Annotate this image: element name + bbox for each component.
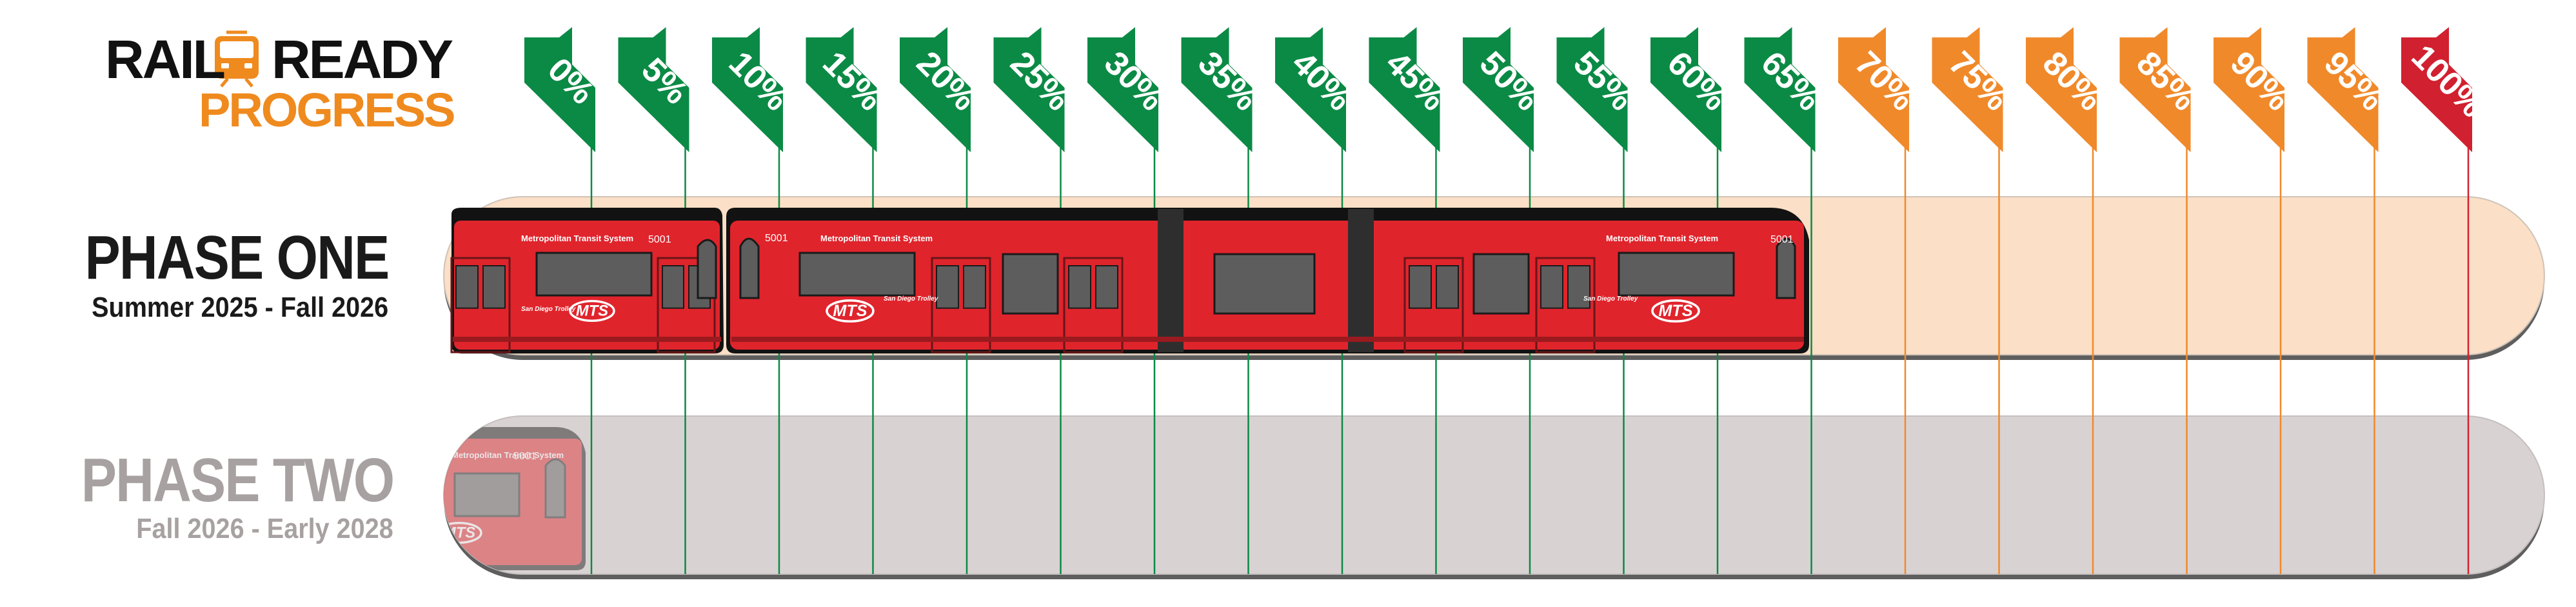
milestone-flag-shape — [1463, 27, 1534, 152]
milestone-flag: 60% — [1650, 27, 1734, 152]
milestone-flag: 35% — [1181, 27, 1265, 152]
milestone-flag: 45% — [1369, 27, 1452, 152]
svg-text:MTS: MTS — [576, 303, 608, 320]
milestone-flag: 5% — [618, 27, 695, 152]
milestone-flag-shape — [1838, 27, 1909, 152]
milestone-flag-shape — [1087, 27, 1158, 152]
phase-one-title: PHASE ONE — [84, 223, 390, 292]
milestone-flag-shape — [1181, 27, 1253, 152]
milestone-flag: 15% — [806, 27, 889, 152]
milestone-flag: 10% — [712, 27, 795, 152]
svg-text:Metropolitan Transit System: Metropolitan Transit System — [521, 234, 633, 243]
svg-text:San Diego Trolley: San Diego Trolley — [521, 306, 576, 313]
phase-two-title: PHASE TWO — [81, 446, 395, 515]
svg-text:5001: 5001 — [1770, 234, 1794, 245]
milestone-flag: 65% — [1744, 27, 1828, 152]
svg-text:5001: 5001 — [513, 451, 537, 462]
svg-text:Metropolitan Transit System: Metropolitan Transit System — [1606, 234, 1718, 243]
milestone-flag: 85% — [2119, 27, 2203, 152]
milestone-flag-shape — [1744, 27, 1816, 152]
milestone-flag: 90% — [2214, 27, 2297, 152]
phase-two-track — [443, 415, 2545, 575]
milestone-flag: 55% — [1556, 27, 1640, 152]
milestone-flag: 0% — [524, 27, 601, 152]
milestone-flag-shape — [2401, 27, 2472, 152]
milestone-flag: 95% — [2307, 27, 2391, 152]
brand-ready-text: READY — [272, 29, 453, 90]
phase-one-dates: Summer 2025 - Fall 2026 — [91, 292, 388, 323]
milestone-flag-shape — [524, 27, 595, 152]
brand-rail-text: RAIL — [105, 29, 226, 90]
milestone-flag-shape — [2214, 27, 2284, 152]
milestone-flag-shape — [1932, 27, 2003, 152]
svg-text:Metropolitan Transit System: Metropolitan Transit System — [451, 450, 564, 460]
milestone-flag: 40% — [1275, 27, 1358, 152]
milestone-flag-shape — [618, 27, 689, 152]
milestone-flag: 25% — [993, 27, 1077, 152]
svg-text:San Diego Trolley: San Diego Trolley — [884, 295, 938, 303]
milestone-flag-shape — [1556, 27, 1628, 152]
milestone-flag: 30% — [1087, 27, 1171, 152]
svg-text:Metropolitan Transit System: Metropolitan Transit System — [820, 234, 933, 243]
milestone-flag-shape — [900, 27, 971, 152]
svg-text:5001: 5001 — [765, 233, 788, 244]
milestone-flag: 50% — [1463, 27, 1546, 152]
milestone-flag-shape — [1275, 27, 1346, 152]
svg-text:MTS: MTS — [443, 524, 475, 542]
phase-two-dates: Fall 2026 - Early 2028 — [136, 513, 393, 544]
svg-text:MTS: MTS — [1658, 302, 1692, 320]
milestone-flag-shape — [1369, 27, 1440, 152]
milestone-flag-shape — [2119, 27, 2191, 152]
milestone-flag: 70% — [1838, 27, 1921, 152]
svg-text:MTS: MTS — [833, 302, 867, 320]
svg-text:5001: 5001 — [648, 234, 671, 245]
milestone-flag-shape — [2026, 27, 2097, 152]
milestone-flag: 75% — [1932, 27, 2016, 152]
milestone-flag-shape — [2307, 27, 2379, 152]
milestone-flag-shape — [1650, 27, 1721, 152]
svg-text:San Diego Trolley: San Diego Trolley — [1583, 295, 1638, 303]
milestone-flag: 80% — [2026, 27, 2109, 152]
milestone-flag: 20% — [900, 27, 983, 152]
milestone-flag-shape — [993, 27, 1065, 152]
milestone-flag: 100% — [2401, 27, 2492, 152]
milestone-flag-shape — [806, 27, 877, 152]
brand-progress-text: PROGRESS — [199, 83, 455, 137]
milestone-flag-shape — [712, 27, 783, 152]
